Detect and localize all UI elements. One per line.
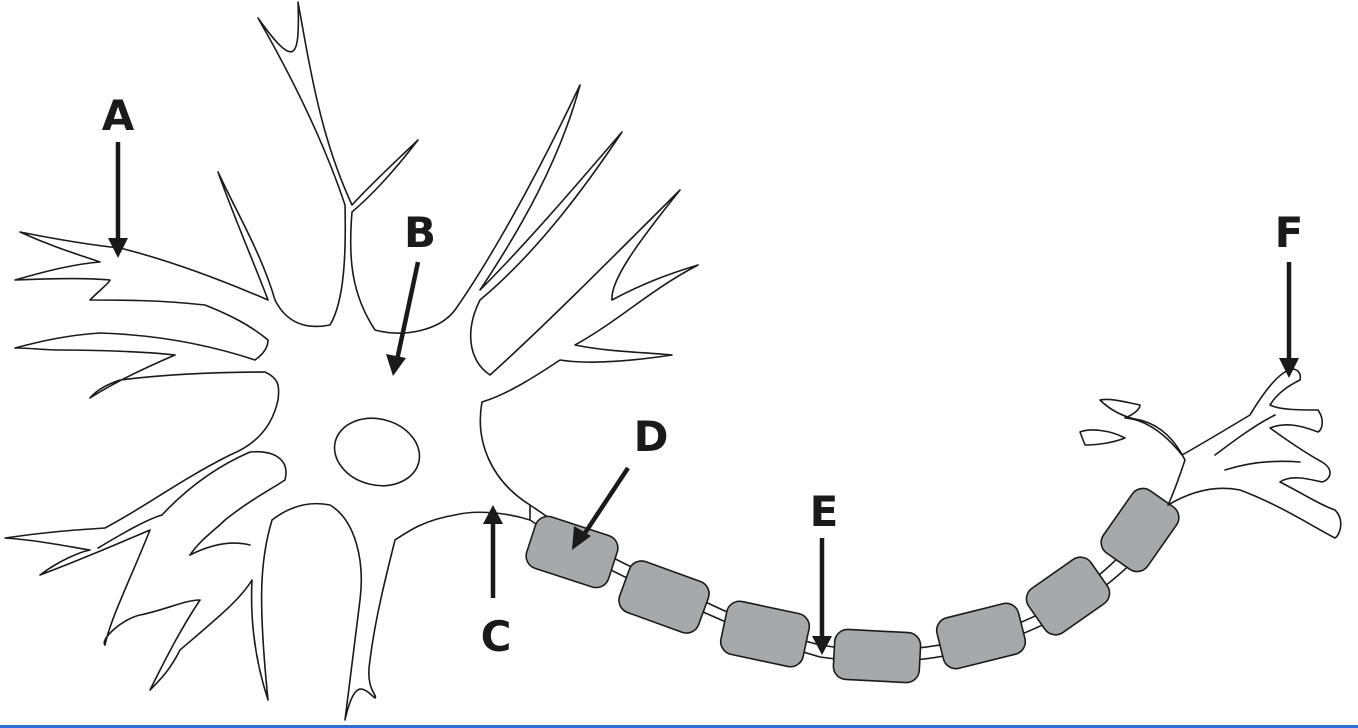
axon-terminal-branch-2 <box>1214 414 1276 456</box>
myelin-segment <box>525 515 619 589</box>
myelin-segment <box>935 602 1027 670</box>
myelin-segment <box>832 628 922 684</box>
label-f: F <box>1275 208 1304 257</box>
myelin-segment <box>1100 487 1180 573</box>
myelin-sheath <box>525 487 1180 684</box>
arrow-c <box>483 505 503 598</box>
arrow-e <box>812 538 832 655</box>
label-b: B <box>404 208 436 257</box>
nucleus <box>333 417 421 487</box>
arrow-a <box>108 142 128 258</box>
axon-terminal-branch <box>1079 429 1126 446</box>
label-c: C <box>481 612 512 661</box>
dendrite-inner-3 <box>97 514 163 549</box>
myelin-segment <box>618 560 710 634</box>
label-e: E <box>810 487 839 536</box>
myelin-segment <box>1025 556 1111 636</box>
arrow-d <box>572 466 630 550</box>
bottom-frame-edge <box>0 725 1358 728</box>
myelin-segment <box>719 600 811 668</box>
axon-terminals <box>1099 368 1342 539</box>
arrow-f <box>1279 262 1299 378</box>
dendrite-inner-1 <box>161 451 287 556</box>
dendrite-inner-2 <box>189 542 251 556</box>
label-d: D <box>634 412 669 461</box>
label-a: A <box>102 91 135 140</box>
arrow-b <box>386 261 421 376</box>
axon-terminal-branch-3 <box>1224 460 1301 471</box>
cell-body <box>4 1 699 721</box>
